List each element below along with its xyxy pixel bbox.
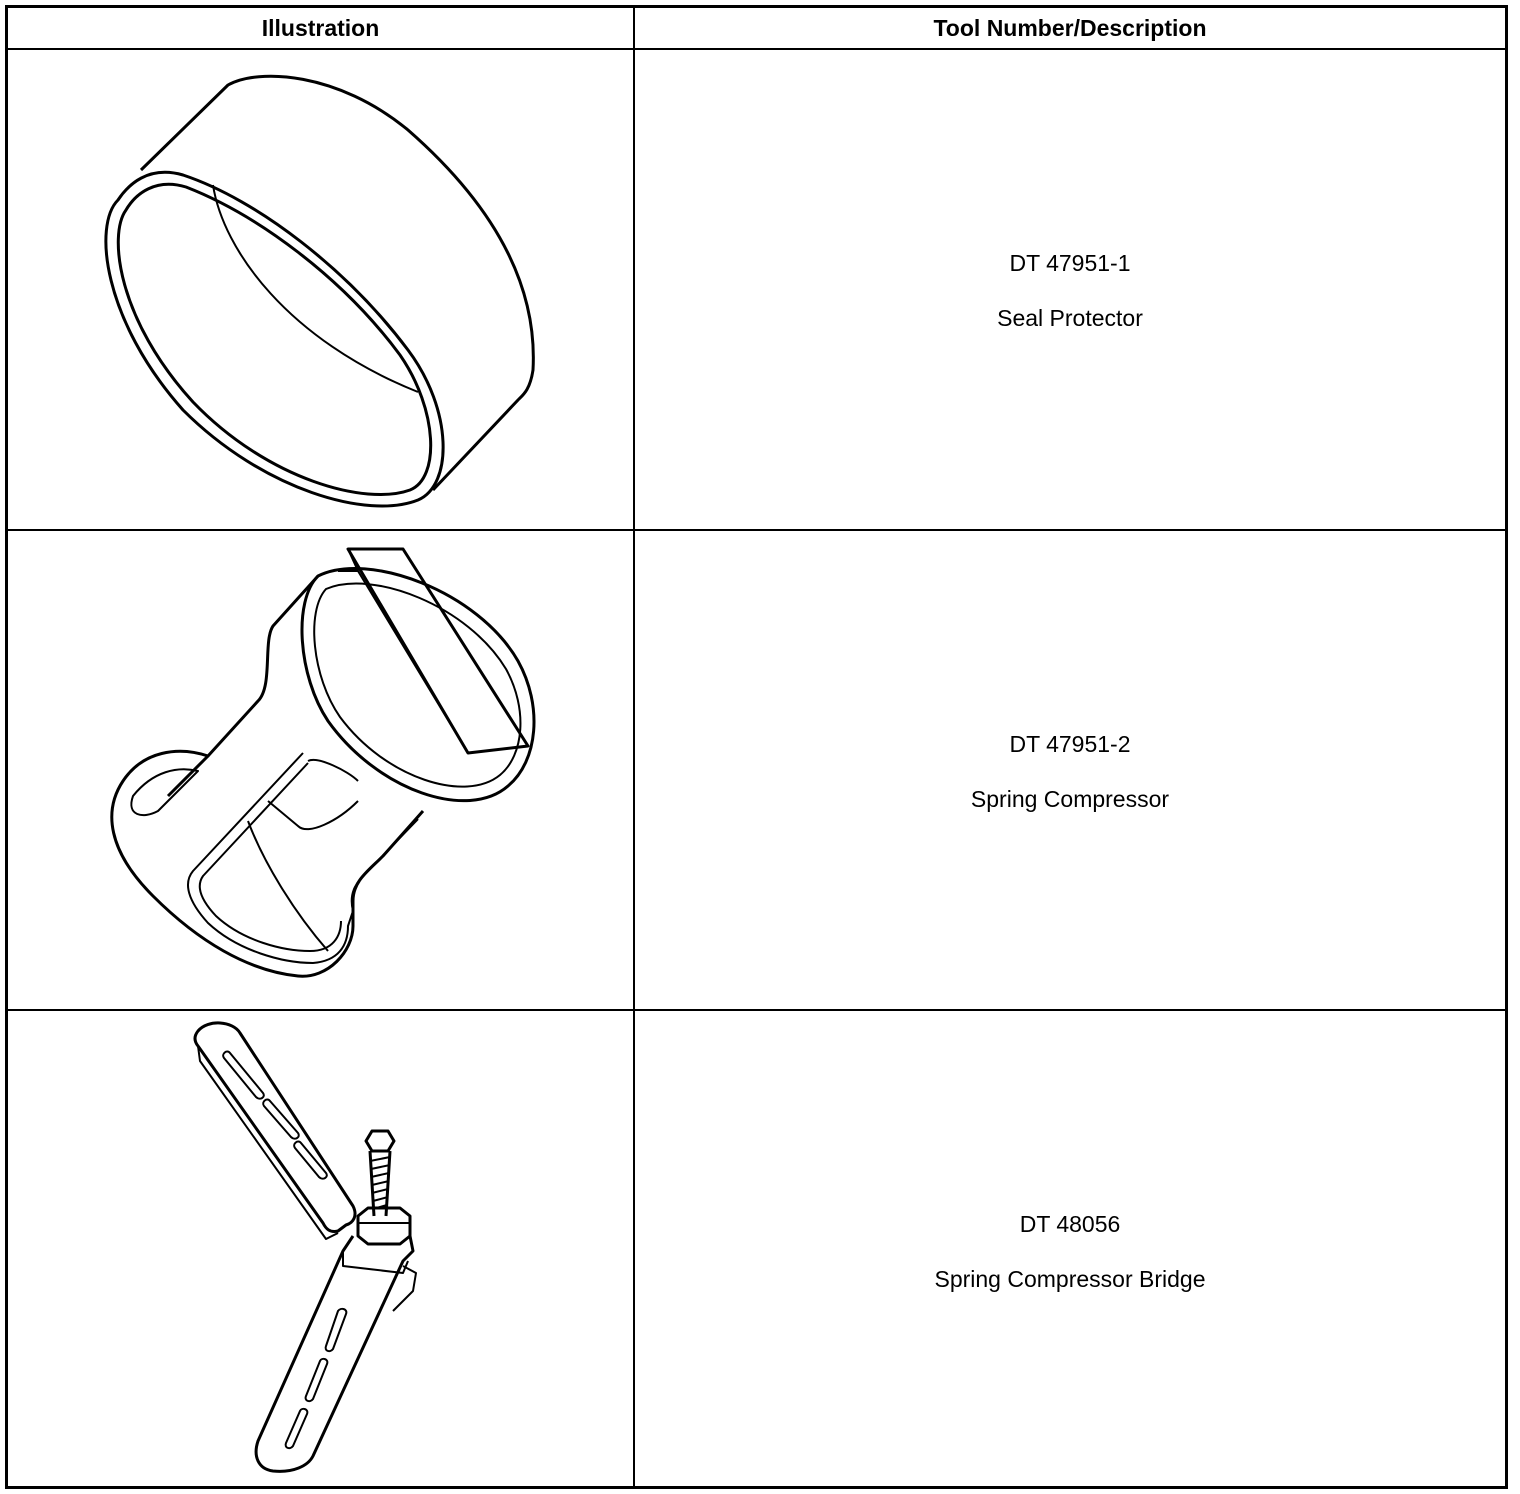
header-illustration: Illustration: [8, 8, 635, 50]
illustration-cell-2: [8, 531, 635, 1009]
tool-description: Spring Compressor Bridge: [934, 1266, 1206, 1292]
tool-number: DT 47951-2: [1009, 731, 1131, 757]
tool-table: Illustration Tool Number/Description DT …: [5, 5, 1508, 1489]
tool-number: DT 47951-1: [1009, 250, 1131, 276]
header-tool-number-description: Tool Number/Description: [635, 8, 1505, 50]
tool-cell-3: DT 48056 Spring Compressor Bridge: [635, 1011, 1505, 1486]
row-divider: [8, 1009, 1505, 1011]
row-divider: [8, 529, 1505, 531]
tool-number: DT 48056: [1019, 1211, 1121, 1237]
illustration-cell-3: [8, 1011, 635, 1486]
illustration-cell-1: [8, 50, 635, 529]
tool-cell-2: DT 47951-2 Spring Compressor: [635, 531, 1505, 1009]
spring-compressor-bridge-icon: [8, 1011, 633, 1486]
tool-description: Seal Protector: [997, 305, 1143, 331]
spring-compressor-icon: [8, 531, 633, 1009]
seal-protector-icon: [8, 50, 633, 529]
tool-cell-1: DT 47951-1 Seal Protector: [635, 50, 1505, 529]
tool-description: Spring Compressor: [970, 786, 1170, 812]
